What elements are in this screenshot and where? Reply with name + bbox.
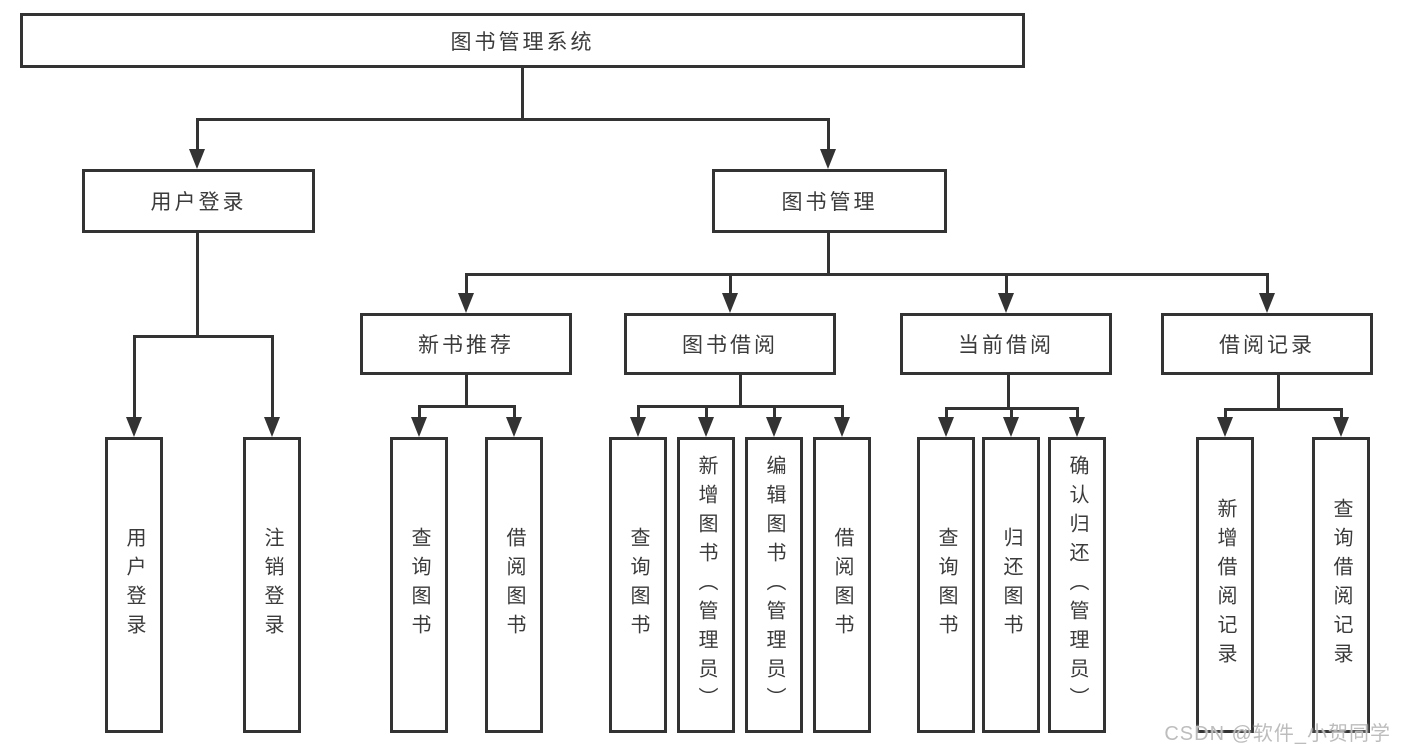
edge-stem-book-management (827, 118, 830, 152)
leaf-add-books-admin: 新增图书（管理员） (677, 437, 735, 733)
edge-book-mgmt-riser (827, 233, 830, 275)
leaf-current-query-books: 查询图书 (917, 437, 975, 733)
node-new-book-recommend: 新书推荐 (360, 313, 572, 375)
arrow-to-current-borrow (998, 293, 1014, 313)
edge-stem-records-add (1224, 408, 1227, 419)
arrow-to-borrow-records (1259, 293, 1275, 313)
edge-stem-recommend-borrow (513, 405, 516, 419)
leaf-add-borrow-record: 新增借阅记录 (1196, 437, 1254, 733)
arrow-to-borrow-query (630, 417, 646, 437)
edge-stem-borrow-add (705, 405, 708, 419)
leaf-borrow-books: 借阅图书 (813, 437, 871, 733)
edge-book-mgmt-split (465, 273, 1268, 276)
edge-stem-current-confirm (1076, 407, 1079, 419)
leaf-borrow-query-books: 查询图书 (609, 437, 667, 733)
arrow-to-recommend-query (411, 417, 427, 437)
edge-records-split (1224, 408, 1342, 411)
arrow-to-borrow-add (698, 417, 714, 437)
csdn-watermark: CSDN @软件_小贺同学 (1164, 723, 1391, 745)
node-current-borrow: 当前借阅 (900, 313, 1112, 375)
leaf-confirm-return-admin: 确认归还（管理员） (1048, 437, 1106, 733)
leaf-user-login: 用户登录 (105, 437, 163, 733)
arrow-to-new-book-recommend (458, 293, 474, 313)
arrow-to-book-management (820, 149, 836, 169)
leaf-return-books: 归还图书 (982, 437, 1040, 733)
edge-user-login-riser (196, 233, 199, 337)
edge-borrow-riser (739, 375, 742, 407)
arrow-to-current-return (1003, 417, 1019, 437)
edge-stem-leaf-logout (271, 335, 274, 419)
arrow-to-leaf-login (126, 417, 142, 437)
edge-stem-leaf-login (133, 335, 136, 419)
arrow-to-records-add (1217, 417, 1233, 437)
leaf-recommend-query-books: 查询图书 (390, 437, 448, 733)
leaf-logout: 注销登录 (243, 437, 301, 733)
arrow-to-borrow-edit (766, 417, 782, 437)
node-book-borrow: 图书借阅 (624, 313, 836, 375)
edge-stem-current-query (945, 407, 948, 419)
edge-recommend-split (418, 405, 516, 408)
edge-stem-current-borrow (1005, 273, 1008, 295)
edge-root-split (196, 118, 830, 121)
arrow-to-user-login (189, 149, 205, 169)
edge-stem-borrow-edit (773, 405, 776, 419)
edge-current-riser (1007, 375, 1010, 409)
node-borrow-records: 借阅记录 (1161, 313, 1373, 375)
edge-recommend-riser (465, 375, 468, 407)
arrow-to-current-confirm (1069, 417, 1085, 437)
arrow-to-current-query (938, 417, 954, 437)
edge-borrow-split (637, 405, 843, 408)
edge-records-riser (1277, 375, 1280, 410)
arrow-to-records-query (1333, 417, 1349, 437)
edge-stem-borrow-records (1266, 273, 1269, 295)
arrow-to-recommend-borrow (506, 417, 522, 437)
arrow-to-leaf-logout (264, 417, 280, 437)
edge-user-login-split (133, 335, 274, 338)
edge-stem-book-borrow (729, 273, 732, 295)
node-user-login: 用户登录 (82, 169, 315, 233)
edge-stem-records-query (1340, 408, 1343, 419)
leaf-edit-books-admin: 编辑图书（管理员） (745, 437, 803, 733)
leaf-query-borrow-record: 查询借阅记录 (1312, 437, 1370, 733)
edge-stem-borrow-query (637, 405, 640, 419)
edge-stem-user-login (196, 118, 199, 152)
arrow-to-book-borrow (722, 293, 738, 313)
leaf-recommend-borrow-books: 借阅图书 (485, 437, 543, 733)
edge-stem-borrow-borrow (841, 405, 844, 419)
edge-stem-new-book-recommend (465, 273, 468, 295)
node-root: 图书管理系统 (20, 13, 1025, 68)
edge-stem-recommend-query (418, 405, 421, 419)
edge-root-riser (521, 68, 524, 120)
arrow-to-borrow-borrow (834, 417, 850, 437)
edge-stem-current-return (1010, 407, 1013, 419)
node-book-management: 图书管理 (712, 169, 947, 233)
